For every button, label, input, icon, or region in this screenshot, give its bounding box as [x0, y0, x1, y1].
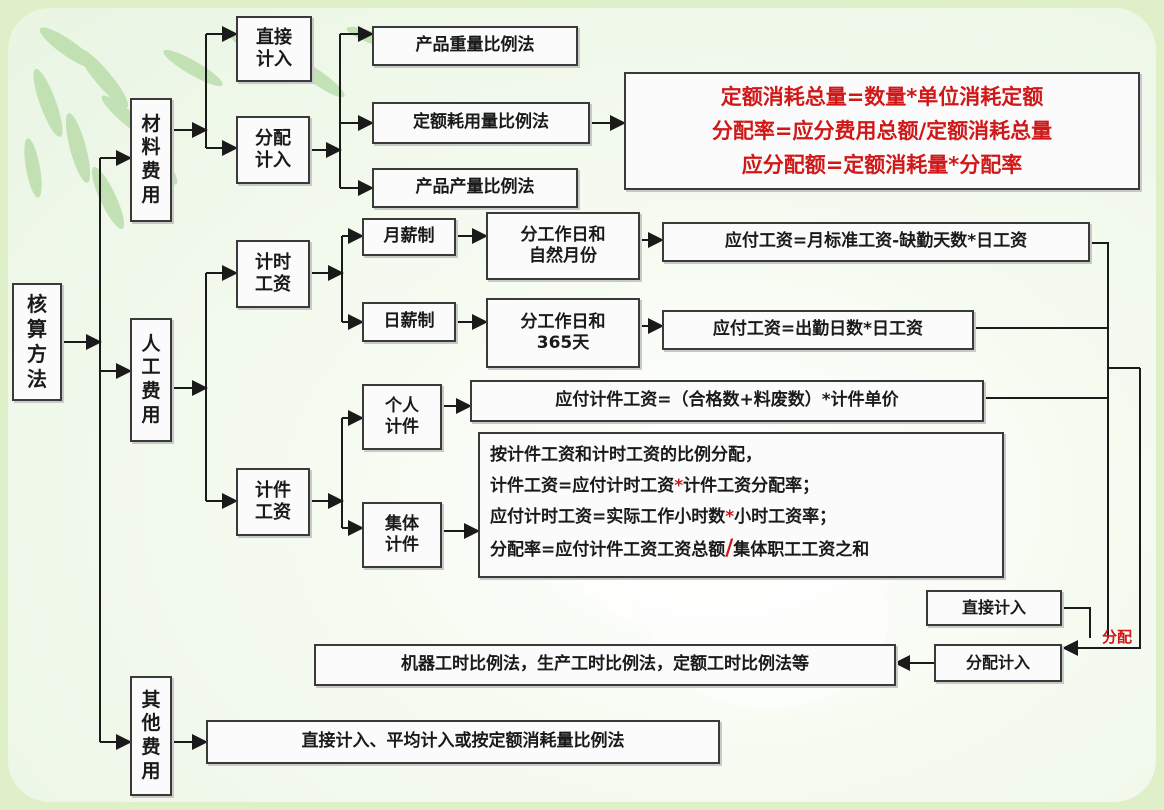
category-other-cost: 其 他 费 用: [130, 676, 172, 796]
category-material-cost: 材 料 费 用: [130, 98, 172, 222]
formula-line: 应分配额=定额消耗量*分配率: [741, 153, 1023, 177]
labor-allocation-methods: 机器工时比例法，生产工时比例法，定额工时比例法等: [314, 644, 896, 686]
material-allocate-box: 分配 计入: [236, 116, 310, 184]
monthly-wage-formula: 应付工资=月标准工资-缺勤天数*日工资: [662, 222, 1090, 262]
individual-piece-formula: 应付计件工资=（合格数+料废数）*计件单价: [470, 380, 984, 422]
group-formula-line-2: 应付计时工资=实际工作小时数*小时工资率；: [490, 507, 837, 527]
method-quota-usage-ratio: 定额耗用量比例法: [372, 102, 590, 144]
material-formula-box: 定额消耗总量=数量*单位消耗定额 分配率=应分费用总额/定额消耗总量 应分配额=…: [624, 72, 1140, 190]
material-direct-box: 直接 计入: [236, 16, 312, 82]
group-formula-line-1: 计件工资=应付计时工资*计件工资分配率；: [490, 476, 820, 496]
time-wage-box: 计时 工资: [236, 240, 310, 308]
category-labor-cost: 人 工 费 用: [130, 318, 172, 442]
formula-line: 定额消耗总量=数量*单位消耗定额: [720, 85, 1044, 109]
root-accounting-method: 核 算 方 法: [12, 283, 62, 401]
connector-lines: [63, 26, 1141, 750]
group-formula-line-3: 分配率=应付计件工资工资总额/集体职工工资之和: [490, 536, 870, 561]
piece-wage-box: 计件 工资: [236, 468, 310, 536]
group-formula-title: 按计件工资和计时工资的比例分配，: [490, 445, 762, 465]
labor-direct-allocation-box: 直接计入: [926, 590, 1062, 626]
monthly-salary-box: 月薪制: [362, 218, 456, 256]
daily-basis-box: 分工作日和 365天: [486, 298, 640, 368]
individual-piece-box: 个人 计件: [362, 384, 442, 450]
diagram-canvas: 核 算 方 法 材 料 费 用 直接 计入 分配 计入 产品重量比例法 定额耗用…: [8, 8, 1156, 802]
daily-salary-box: 日薪制: [362, 302, 456, 342]
group-piece-box: 集体 计件: [362, 502, 442, 568]
labor-allocate-box: 分配计入: [934, 644, 1062, 682]
daily-wage-formula: 应付工资=出勤日数*日工资: [662, 310, 974, 350]
monthly-basis-box: 分工作日和 自然月份: [486, 212, 640, 280]
group-piece-formula-box: 按计件工资和计时工资的比例分配， 计件工资=应付计时工资*计件工资分配率； 应付…: [478, 432, 1004, 578]
method-weight-ratio: 产品重量比例法: [372, 26, 578, 66]
other-cost-methods: 直接计入、平均计入或按定额消耗量比例法: [206, 720, 720, 764]
formula-line: 分配率=应分费用总额/定额消耗总量: [711, 119, 1053, 143]
allocation-label: 分配: [1102, 628, 1133, 646]
method-output-ratio: 产品产量比例法: [372, 168, 578, 208]
